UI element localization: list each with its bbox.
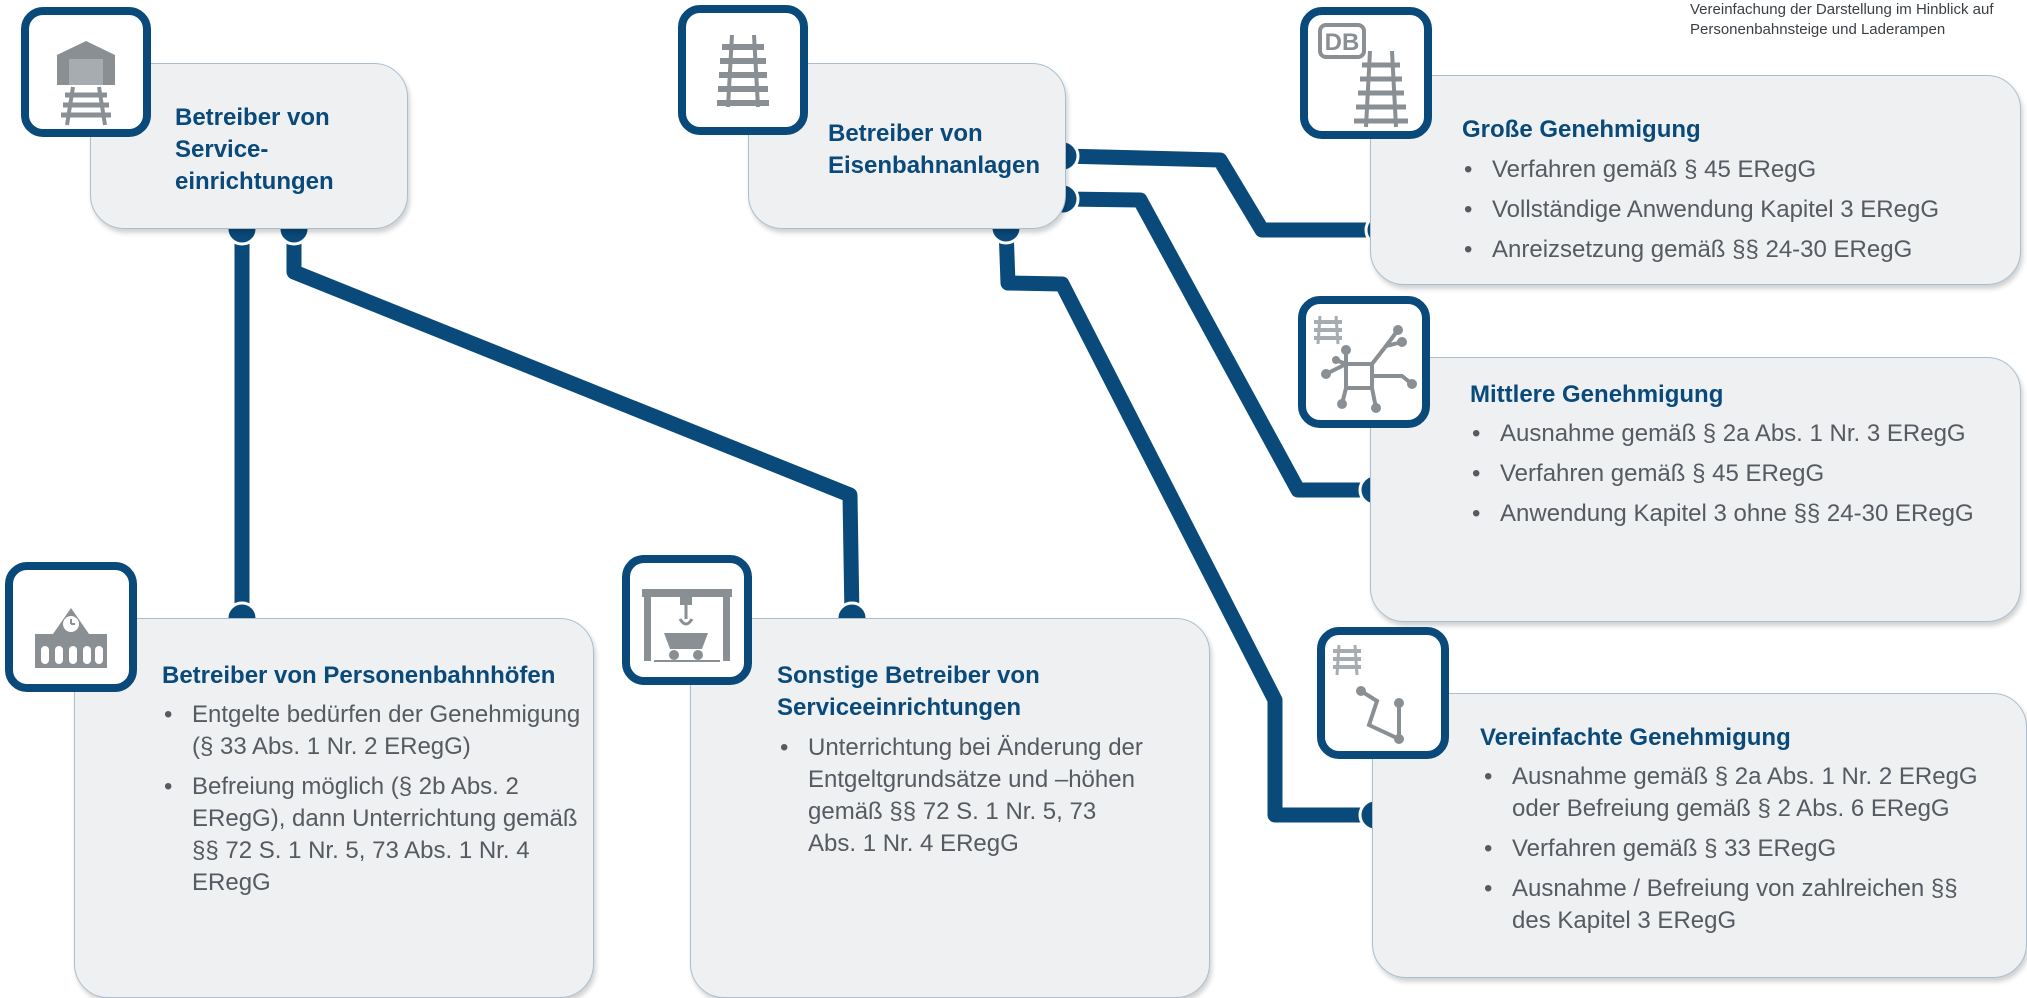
list-vereinfachte-genehmigung: Ausnahme gemäß § 2a Abs. 1 Nr. 2 ERegG o…	[1480, 761, 2000, 945]
title-vereinfachte-genehmigung: Vereinfachte Genehmigung	[1480, 724, 1791, 751]
list-mittlere-genehmigung: Ausnahme gemäß § 2a Abs. 1 Nr. 3 ERegG V…	[1468, 418, 2027, 538]
list-item: Entgelte bedürfen der Genehmigung (§ 33 …	[160, 699, 590, 763]
network-icon	[1298, 296, 1430, 428]
list-item: Anreizsetzung gemäß §§ 24-30 ERegG	[1460, 234, 2020, 266]
connector-infra-to-mittel	[1055, 191, 1383, 498]
crane-loading-icon	[622, 555, 752, 685]
db-track-icon: DB	[1300, 7, 1432, 139]
list-item: Verfahren gemäß § 33 ERegG	[1480, 833, 2000, 865]
box-service-operators	[90, 63, 408, 229]
track-icon	[678, 5, 808, 135]
list-item: Vollständige Anwendung Kapitel 3 ERegG	[1460, 194, 2020, 226]
branch-line-icon	[1317, 627, 1449, 759]
list-item: Verfahren gemäß § 45 ERegG	[1460, 154, 2020, 186]
title-mittlere-genehmigung: Mittlere Genehmigung	[1470, 381, 1724, 408]
list-item: Unterrichtung bei Änderung der Entgeltgr…	[776, 732, 1146, 860]
title-personenbahnhoefe: Betreiber von Personenbahnhöfen	[162, 662, 556, 689]
list-gross-genehmigung: Verfahren gemäß § 45 ERegG Vollständige …	[1460, 154, 2020, 274]
title-infrastructure-operators: Betreiber von Eisenbahnanlagen	[828, 120, 1041, 179]
note-line-1: Vereinfachung der Darstellung im Hinblic…	[1690, 1, 1994, 18]
simplification-note: Vereinfachung der Darstellung im Hinblic…	[1690, 0, 1994, 40]
station-building-icon	[5, 562, 137, 692]
list-item: Ausnahme gemäß § 2a Abs. 1 Nr. 2 ERegG o…	[1480, 761, 2000, 825]
list-item: Ausnahme gemäß § 2a Abs. 1 Nr. 3 ERegG	[1468, 418, 2027, 450]
list-personenbahnhoefe: Entgelte bedürfen der Genehmigung (§ 33 …	[160, 699, 590, 907]
title-gross-genehmigung: Große Genehmigung	[1462, 116, 1701, 143]
title-service-operators: Betreiber von Service- einrichtungen	[175, 104, 334, 195]
note-line-2: Personenbahnsteige und Laderampen	[1690, 21, 1946, 38]
title-sonstige-serviceeinrichtungen: Sonstige Betreiber von Serviceeinrichtun…	[777, 662, 1040, 721]
db-logo-text: DB	[1325, 29, 1360, 56]
list-item: Befreiung möglich (§ 2b Abs. 2 ERegG), d…	[160, 771, 590, 899]
depot-track-icon	[21, 7, 151, 137]
list-item: Ausnahme / Befreiung von zahlreichen §§ …	[1480, 873, 2000, 937]
connector-infra-to-verein	[998, 220, 1383, 823]
list-item: Verfahren gemäß § 45 ERegG	[1468, 458, 2027, 490]
connector-service-to-sonstige	[286, 221, 860, 626]
connector-infra-to-gross	[1055, 148, 1388, 238]
list-sonstige-serviceeinrichtungen: Unterrichtung bei Änderung der Entgeltgr…	[776, 732, 1146, 868]
list-item: Anwendung Kapitel 3 ohne §§ 24-30 ERegG	[1468, 498, 2027, 530]
